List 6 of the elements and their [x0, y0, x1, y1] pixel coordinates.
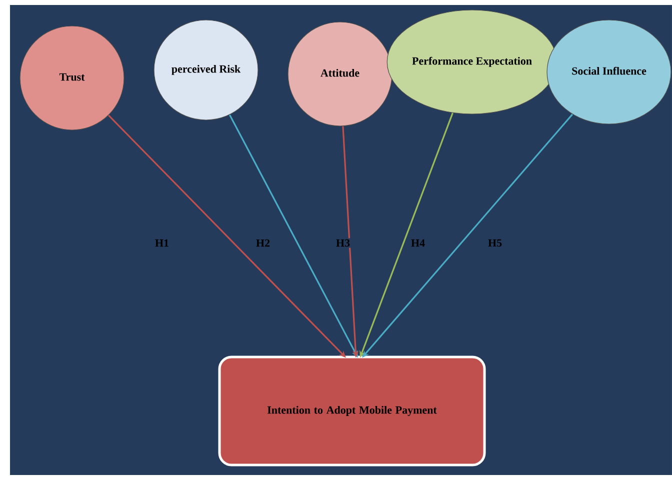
outcome-box: Intention to Adopt Mobile Payment: [218, 356, 486, 466]
ellipse-node: Performance Expectation: [386, 10, 558, 114]
ellipse-node: Attitude: [288, 22, 392, 126]
ellipse-node: Social Influence: [546, 20, 672, 124]
ellipse-node: perceived Risk: [154, 20, 258, 120]
ellipse-node: Trust: [20, 26, 124, 130]
